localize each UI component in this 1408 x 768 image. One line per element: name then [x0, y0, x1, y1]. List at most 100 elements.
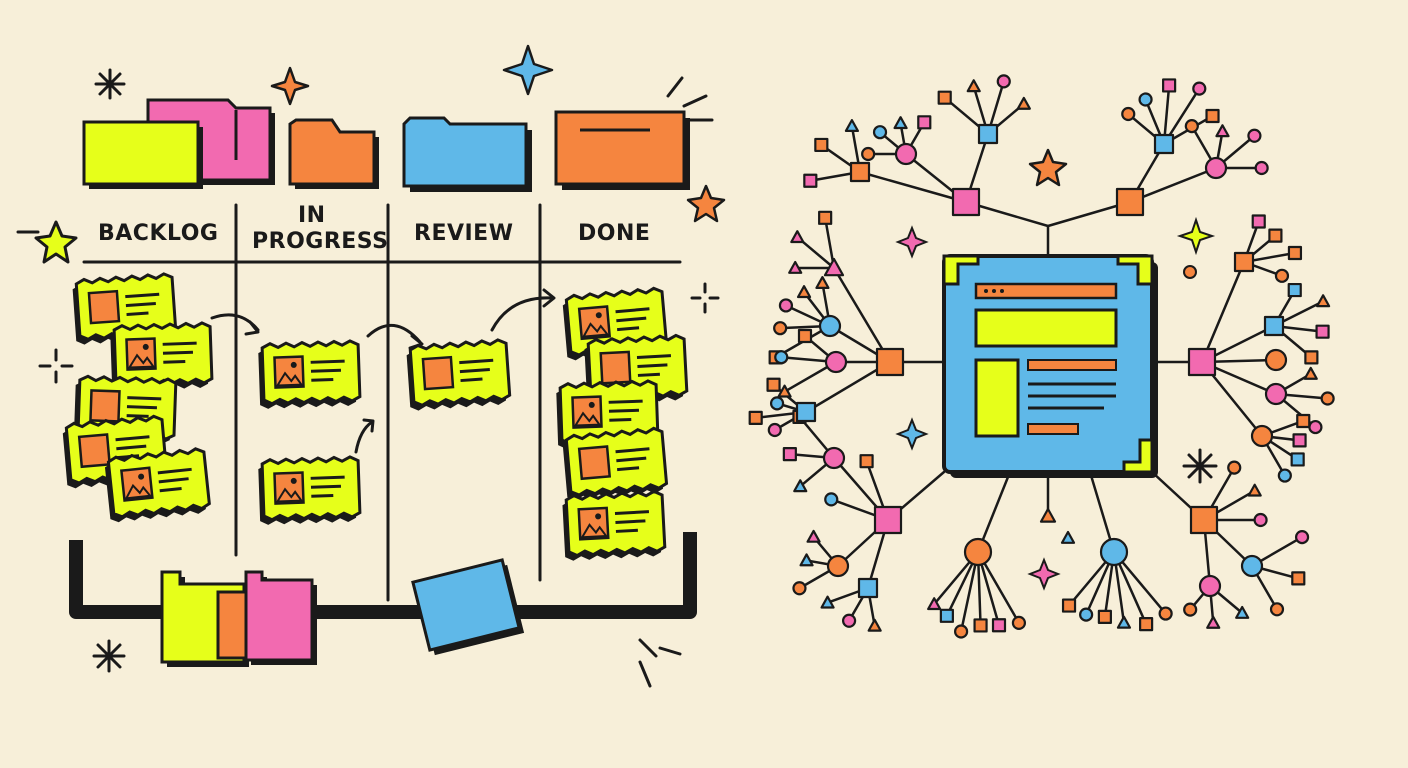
sitemap-node-square: [803, 173, 818, 188]
sitemap-node-circle: [963, 537, 993, 567]
connector-line: [1128, 166, 1218, 204]
decorations-right: [895, 148, 1218, 591]
sitemap-node-circle: [1204, 156, 1228, 180]
column-label-done: DONE: [578, 221, 650, 246]
flow-arrows: [210, 288, 556, 454]
sitemap-node-triangle: [796, 285, 812, 299]
sitemap-node-triangle: [1235, 605, 1250, 619]
files-in-tray: [160, 558, 525, 667]
sitemap-node-square: [849, 161, 871, 183]
connector-line: [858, 170, 968, 204]
sitemap-node-square: [873, 505, 903, 535]
sitemap-node-circle: [773, 321, 788, 336]
sitemap-node-triangle: [1060, 530, 1076, 544]
sitemap-node-triangle: [799, 553, 814, 567]
sitemap-node-square: [818, 210, 833, 225]
sitemap-node-circle: [824, 350, 848, 374]
sitemap-node-triangle: [1016, 96, 1031, 110]
sitemap-node-triangle: [1206, 615, 1221, 629]
task-card[interactable]: [404, 337, 512, 413]
task-card[interactable]: [560, 489, 667, 563]
sitemap-node-circle: [769, 396, 785, 411]
sitemap-node-circle: [1308, 419, 1323, 435]
sitemap-node-circle: [1079, 607, 1094, 622]
column-review-cards: [404, 337, 512, 413]
sitemap-node-circle: [996, 74, 1011, 89]
sitemap-node-circle: [841, 613, 857, 628]
sparkle-icon: [1027, 557, 1061, 591]
sitemap-node-triangle: [867, 618, 882, 632]
sitemap-node-square: [1291, 571, 1306, 586]
column-label-backlog: BACKLOG: [98, 221, 218, 246]
sitemap-node-triangle: [793, 479, 808, 493]
sitemap-node-square: [1153, 133, 1175, 155]
decorations-left: [38, 68, 720, 688]
column-label-review: REVIEW: [414, 221, 513, 246]
sitemap-node-square: [951, 187, 981, 217]
sitemap-node-square: [1268, 228, 1283, 243]
sitemap-node-circle: [954, 624, 969, 639]
folder-backlog-icon: [82, 98, 275, 189]
sitemap-node-square: [1189, 505, 1219, 535]
sitemap-node-square: [795, 401, 817, 423]
arrow-head-icon: [244, 320, 260, 336]
task-card[interactable]: [560, 426, 669, 503]
sitemap-node-triangle: [1303, 366, 1318, 380]
sitemap-node-triangle: [788, 260, 803, 274]
sitemap-node-square: [939, 608, 954, 623]
sitemap-node-circle: [894, 142, 918, 166]
sitemap-node-circle: [1227, 460, 1242, 475]
sitemap-node-triangle: [1215, 124, 1230, 138]
sitemap-node-square: [1290, 452, 1305, 467]
sitemap-node-square: [1304, 350, 1319, 365]
sitemap-node-square: [1287, 245, 1303, 261]
task-card[interactable]: [102, 446, 212, 525]
sitemap-node-circle: [1250, 424, 1274, 448]
sitemap-node-square: [1287, 282, 1302, 298]
sparkle-icon: [895, 225, 929, 259]
folder-in-progress-icon: [288, 118, 379, 189]
asterisk-icon: [94, 68, 126, 100]
sitemap-node-square: [875, 347, 905, 377]
sitemap-node-triangle: [893, 116, 908, 130]
arrow-icon: [354, 420, 374, 454]
sitemap-node-circle: [872, 125, 888, 140]
connector-line: [1200, 260, 1246, 364]
star-icon: [34, 220, 78, 264]
sparkle-icon: [270, 66, 310, 106]
sitemap-node-triangle: [823, 257, 845, 277]
sitemap-node-circle: [1247, 128, 1262, 143]
sitemap-node-circle: [774, 350, 789, 365]
sitemap-node-circle: [1320, 391, 1335, 406]
sparkle-icon: [895, 417, 929, 451]
task-card[interactable]: [256, 455, 362, 527]
sitemap-node-triangle: [1116, 615, 1132, 629]
sitemap-node-square: [859, 454, 874, 469]
sitemap-node-circle: [826, 554, 850, 578]
column-in-progress-cards: [256, 339, 362, 527]
sitemap-node-circle: [1277, 468, 1292, 483]
sitemap-node-square: [1115, 187, 1145, 217]
task-card[interactable]: [256, 339, 362, 411]
arrow-head-icon: [542, 288, 556, 308]
sitemap-node-triangle: [844, 119, 860, 133]
sitemap-node-square: [977, 123, 999, 145]
sparkle-icon: [38, 348, 74, 384]
sitemap-nodes: [748, 74, 1335, 639]
sitemap-node-circle: [861, 146, 876, 162]
star-icon: [1028, 148, 1068, 187]
webpage-layout-icon: [942, 254, 1158, 478]
column-backlog-cards: [60, 271, 214, 525]
sitemap-node-square: [1097, 609, 1112, 624]
star-icon: [686, 184, 726, 223]
sitemap-node-square: [766, 377, 781, 392]
board-tray: [69, 532, 697, 619]
sitemap-node-square: [1205, 108, 1220, 124]
sitemap-node-triangle: [790, 230, 805, 244]
sitemap-node-triangle: [820, 595, 835, 609]
sitemap-node-circle: [767, 422, 782, 438]
sparkle-icon: [690, 282, 720, 314]
sitemap-node-square: [973, 618, 988, 633]
arrow-icon: [366, 323, 422, 344]
sitemap-node-square: [1263, 315, 1285, 337]
